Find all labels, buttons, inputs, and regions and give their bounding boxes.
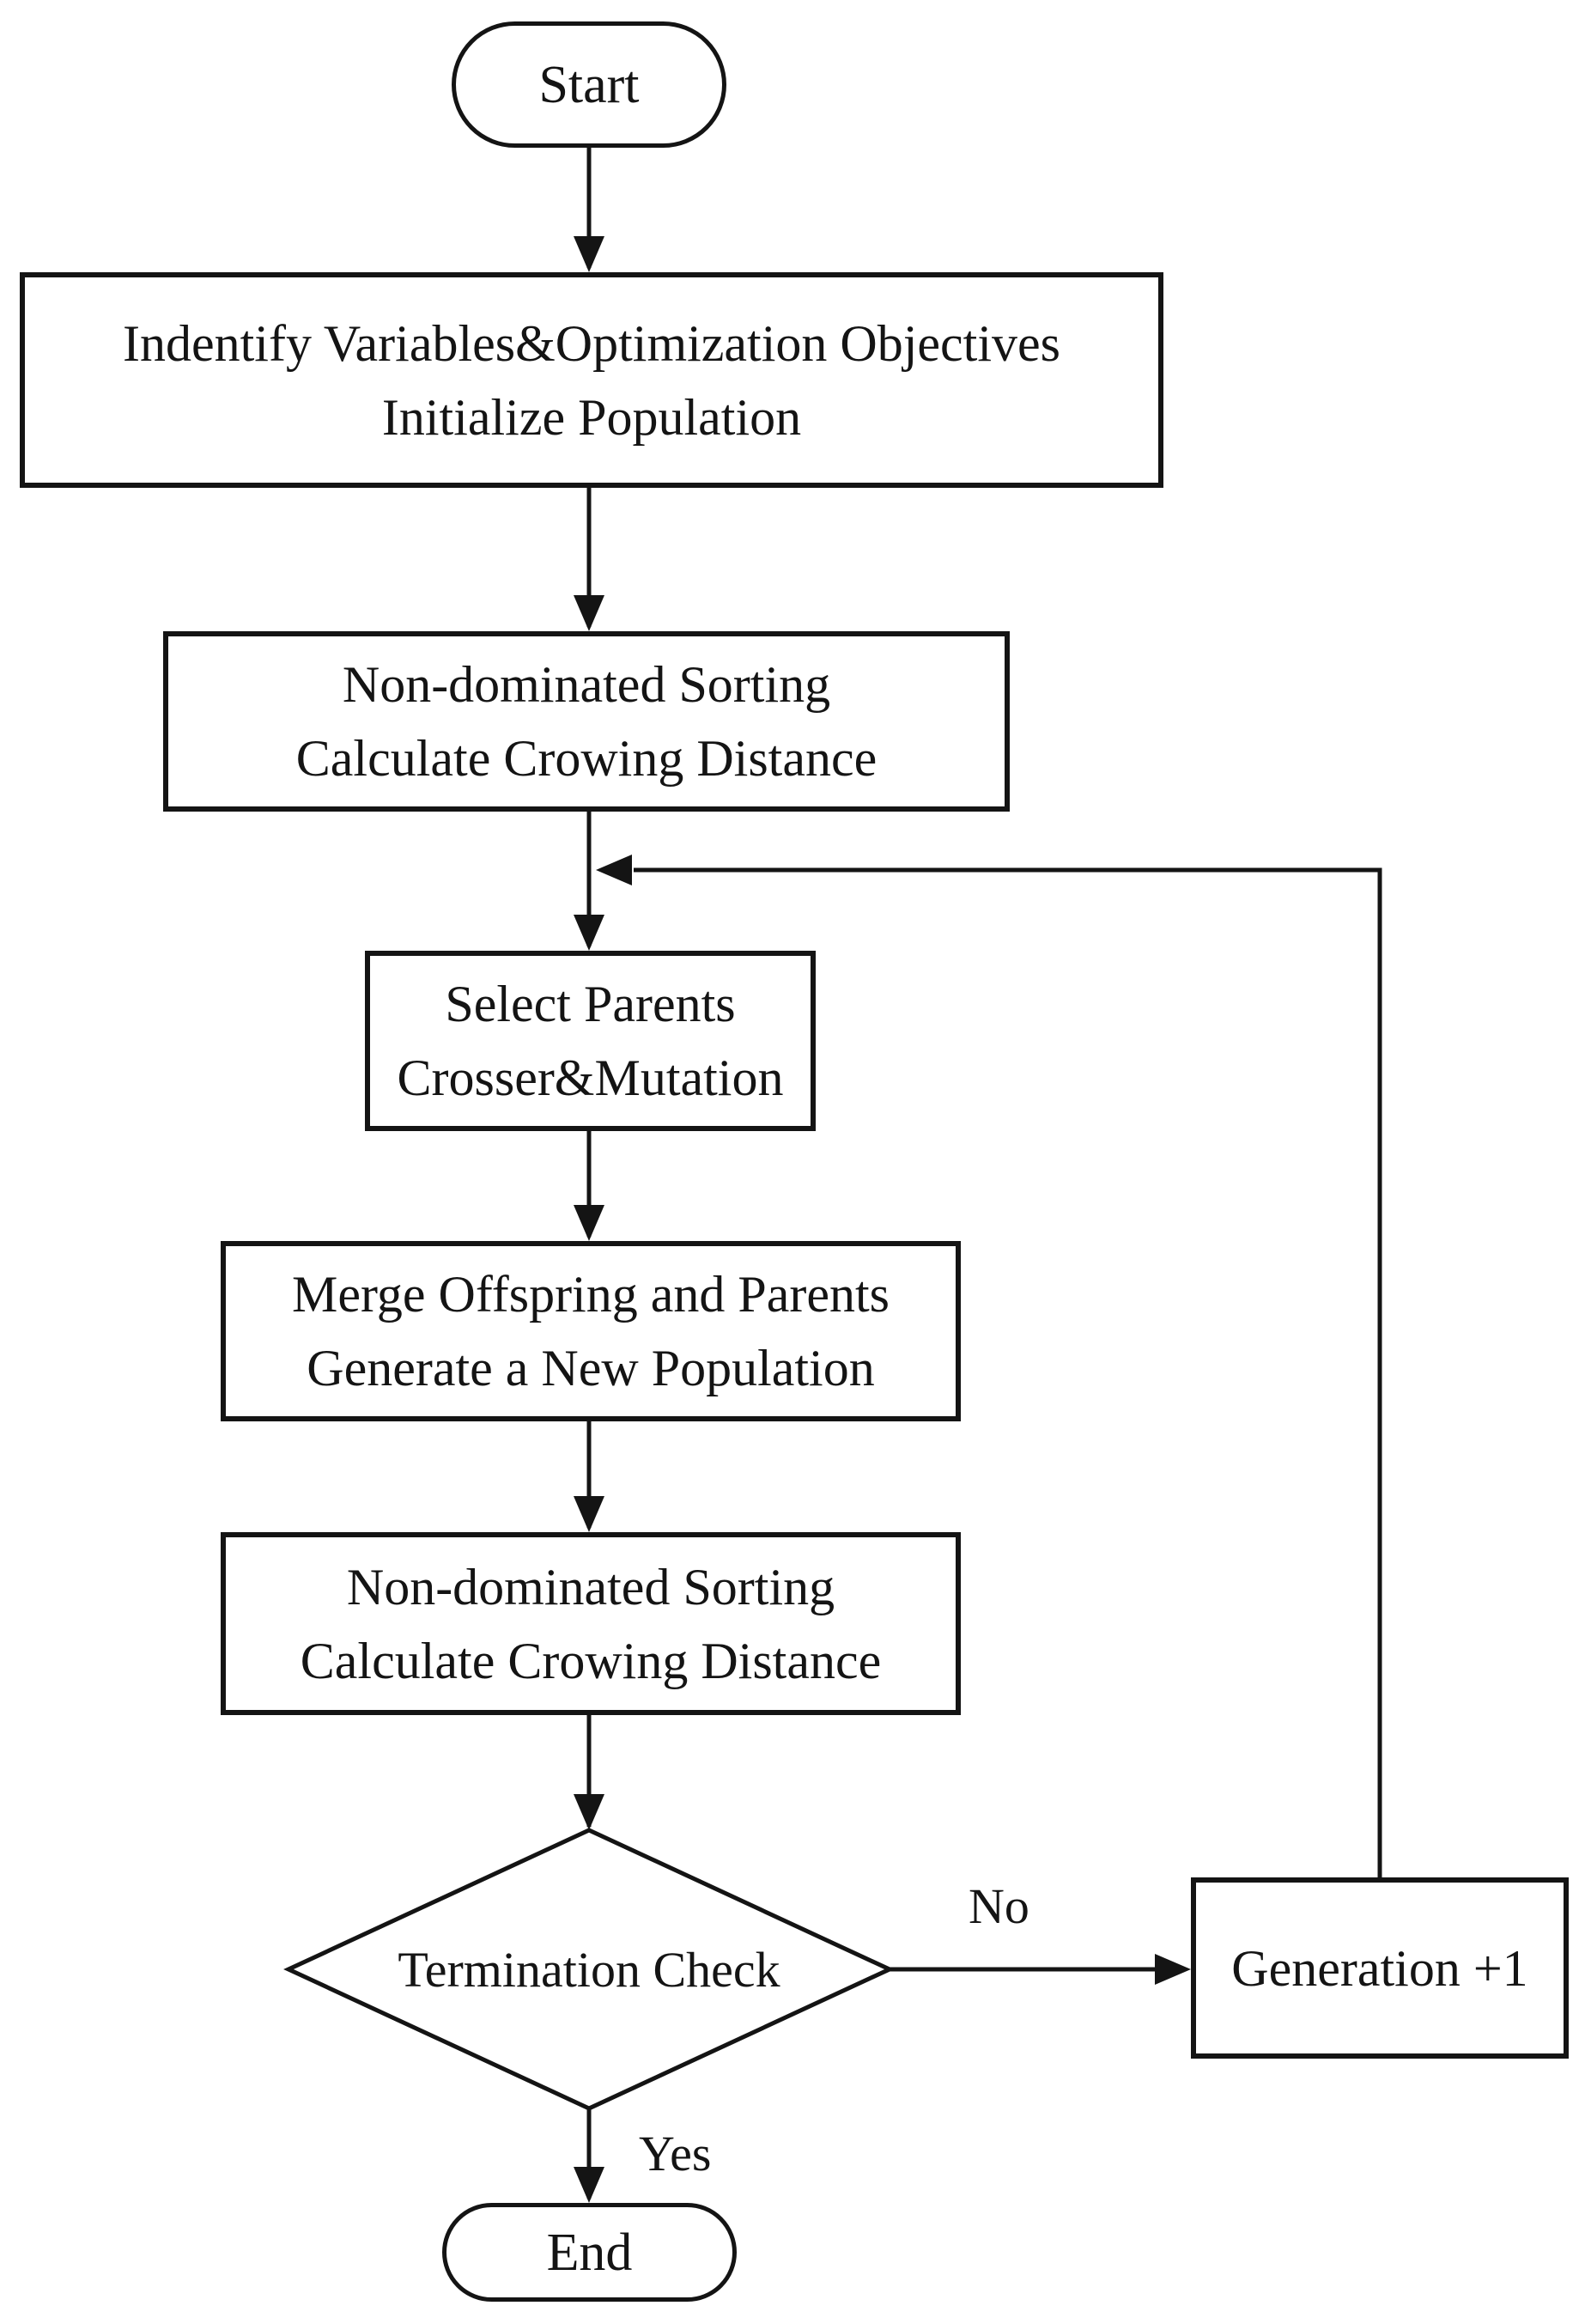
node-sort1-line2: Calculate Crowing Distance — [295, 730, 878, 787]
node-select-line1: Select Parents — [445, 976, 736, 1032]
node-generation-increment: Generation +1 — [1191, 1877, 1569, 2059]
edge-label-no: No — [969, 1878, 1029, 1934]
node-nondominated-sorting-1: Non-dominated Sorting Calculate Crowing … — [163, 631, 1010, 812]
edge-generation-loopback — [634, 867, 1382, 1877]
node-start: Start — [452, 21, 726, 148]
node-termination-check: Termination Check — [331, 1928, 847, 2011]
node-termination-check-label: Termination Check — [398, 1941, 780, 1998]
arrowhead-into-identify — [574, 236, 604, 272]
node-sort2-line1: Non-dominated Sorting — [346, 1558, 835, 1615]
node-identify-initialize: Indentify Variables&Optimization Objecti… — [20, 272, 1163, 488]
edge-label-yes: Yes — [639, 2126, 712, 2181]
node-sort2-line2: Calculate Crowing Distance — [300, 1632, 882, 1689]
arrowhead-into-end — [574, 2167, 604, 2203]
arrowhead-into-decision — [574, 1794, 604, 1830]
node-select-parents: Select Parents Crosser&Mutation — [365, 951, 816, 1131]
node-select-line2: Crosser&Mutation — [397, 1049, 784, 1106]
node-merge-line1: Merge Offspring and Parents — [292, 1266, 890, 1323]
node-merge-offspring: Merge Offspring and Parents Generate a N… — [221, 1241, 961, 1421]
node-merge-line2: Generate a New Population — [307, 1340, 875, 1396]
decision-diamond-shape — [283, 1828, 895, 2111]
node-sort1-line1: Non-dominated Sorting — [342, 656, 831, 713]
node-identify-line1: Indentify Variables&Optimization Objecti… — [123, 314, 1060, 372]
node-identify-line2: Initialize Population — [381, 388, 802, 446]
arrowhead-into-select — [574, 915, 604, 951]
arrowhead-into-sort2 — [574, 1496, 604, 1532]
arrowhead-into-merge — [574, 1205, 604, 1241]
arrowhead-loopback-into-main — [596, 855, 632, 885]
node-nondominated-sorting-2: Non-dominated Sorting Calculate Crowing … — [221, 1532, 961, 1715]
arrowhead-into-sort1 — [574, 595, 604, 631]
node-end: End — [442, 2203, 737, 2302]
arrowhead-into-generation — [1155, 1954, 1191, 1985]
node-end-label: End — [546, 2223, 633, 2282]
node-generation-label: Generation +1 — [1231, 1939, 1528, 1997]
node-start-label: Start — [538, 55, 640, 114]
